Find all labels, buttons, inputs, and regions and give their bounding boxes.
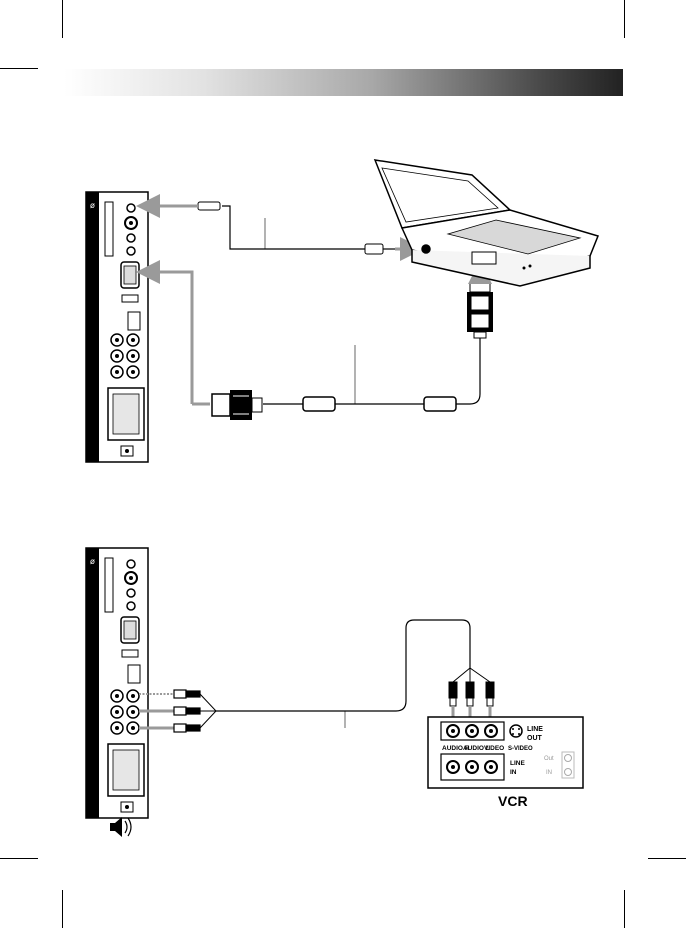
rca-plug-icon xyxy=(173,689,201,733)
rca-plug-icon xyxy=(448,681,495,707)
crop-mark-bottom-left-v xyxy=(62,890,63,928)
line-out-label-2: OUT xyxy=(527,735,543,742)
rca-cable-bundle xyxy=(139,619,495,733)
vga-connector-icon xyxy=(211,390,263,420)
in-label: IN xyxy=(546,770,552,776)
crop-mark-top-right-v xyxy=(624,0,625,38)
vga-cable xyxy=(136,260,493,420)
vcr-rear-panel: LINE OUT AUDIO R AUDIO L VIDEO S-VIDEO L… xyxy=(427,716,584,789)
line-in-label-1: LINE xyxy=(510,760,525,767)
crop-mark-bottom-right-v xyxy=(624,890,625,928)
line-in-label-2: IN xyxy=(510,769,517,776)
video-label: VIDEO xyxy=(484,745,504,752)
laptop-icon xyxy=(373,159,600,287)
tv-rear-panel-top: ø xyxy=(85,191,149,463)
audio-cable xyxy=(136,194,424,261)
crop-mark-top-left-v xyxy=(62,0,63,38)
line-out-label-1: LINE xyxy=(527,726,543,733)
vcr-device-label: VCR xyxy=(498,793,528,809)
svg-text:ø: ø xyxy=(90,201,95,210)
tv-rear-panel-bottom: ø xyxy=(85,547,149,819)
crop-mark-bottom-right-h xyxy=(648,858,686,859)
section-header-bar xyxy=(64,69,623,96)
crop-mark-bottom-left-h xyxy=(0,858,38,859)
vga-connector-icon xyxy=(467,281,493,339)
audio-l-label: AUDIO L xyxy=(463,745,490,752)
crop-mark-top-left-h xyxy=(0,68,38,69)
speaker-icon xyxy=(110,817,132,837)
s-video-label: S-VIDEO xyxy=(508,746,533,752)
svg-text:ø: ø xyxy=(90,557,95,566)
out-label: Out xyxy=(544,756,554,762)
audio-r-label: AUDIO R xyxy=(442,745,470,752)
